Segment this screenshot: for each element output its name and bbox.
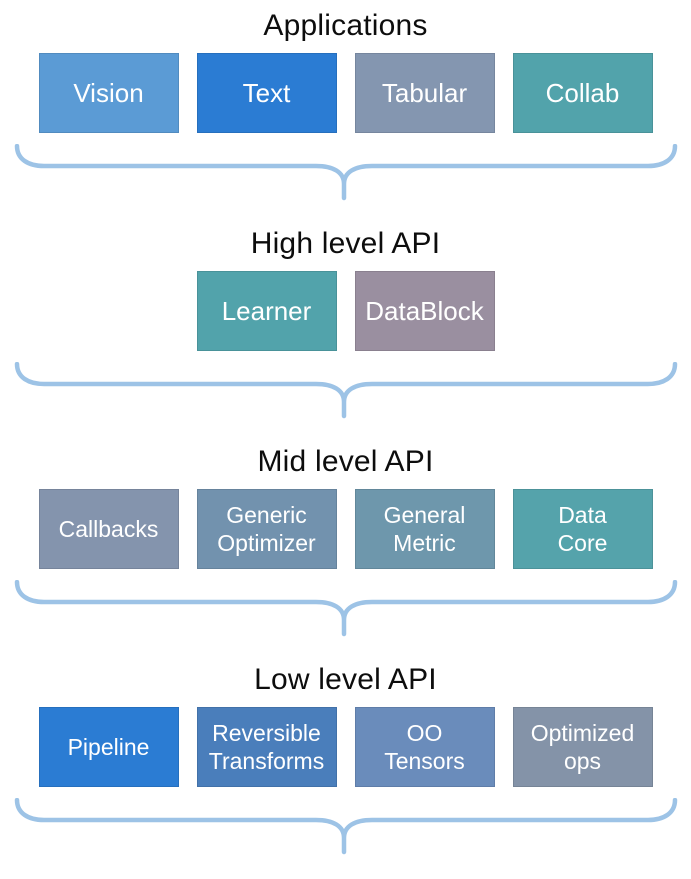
underbrace-shape [14,361,678,420]
box-generic-optimizer: Generic Optimizer [196,489,337,569]
box-data-core: Data Core [512,489,653,569]
box-learner: Learner [196,271,337,351]
box-label: Callbacks [58,516,159,542]
box-collab: Collab [512,53,653,133]
box-reversible-transforms: Reversible Transforms [196,707,337,787]
box-label: Learner [221,296,312,326]
box-row: Vision Text Tabular Collab [38,53,653,133]
box-optimized-ops: Optimized ops [512,707,653,787]
section-high-level-api: High level API Learner DataBlock [0,224,691,420]
underbrace-shape [14,579,678,638]
box-row: Learner DataBlock [196,271,495,351]
box-label: Reversible Transforms [208,720,325,774]
box-label: Collab [545,78,620,108]
box-label: Vision [73,78,144,108]
box-label: Data Core [557,502,608,556]
box-row: Pipeline Reversible Transforms OO Tensors O… [38,707,653,787]
section-title: Low level API [254,663,437,696]
section-low-level-api: Low level API Pipeline Reversible Transfor… [0,660,691,856]
box-text: Text [196,53,337,133]
box-row: Callbacks Generic Optimizer General Metric… [38,489,653,569]
box-label: Text [242,78,291,108]
box-label: Generic Optimizer [217,502,316,556]
underbrace-shape [14,143,678,202]
section-mid-level-api: Mid level API Callbacks Generic Optimizer G… [0,442,691,638]
section-title: High level API [250,227,441,260]
section-title: Mid level API [257,445,434,478]
box-label: OO Tensors [384,720,465,774]
box-vision: Vision [38,53,179,133]
box-oo-tensors: OO Tensors [354,707,495,787]
section-title: Applications [263,9,428,42]
box-general-metric: General Metric [354,489,495,569]
box-label: Pipeline [67,734,150,760]
underbrace-shape [14,797,678,856]
box-pipeline: Pipeline [38,707,179,787]
box-label: Optimized ops [530,720,635,774]
box-callbacks: Callbacks [38,489,179,569]
box-label: DataBlock [365,296,484,326]
box-label: Tabular [381,78,468,108]
box-datablock: DataBlock [354,271,495,351]
box-tabular: Tabular [354,53,495,133]
box-label: General Metric [383,502,466,556]
